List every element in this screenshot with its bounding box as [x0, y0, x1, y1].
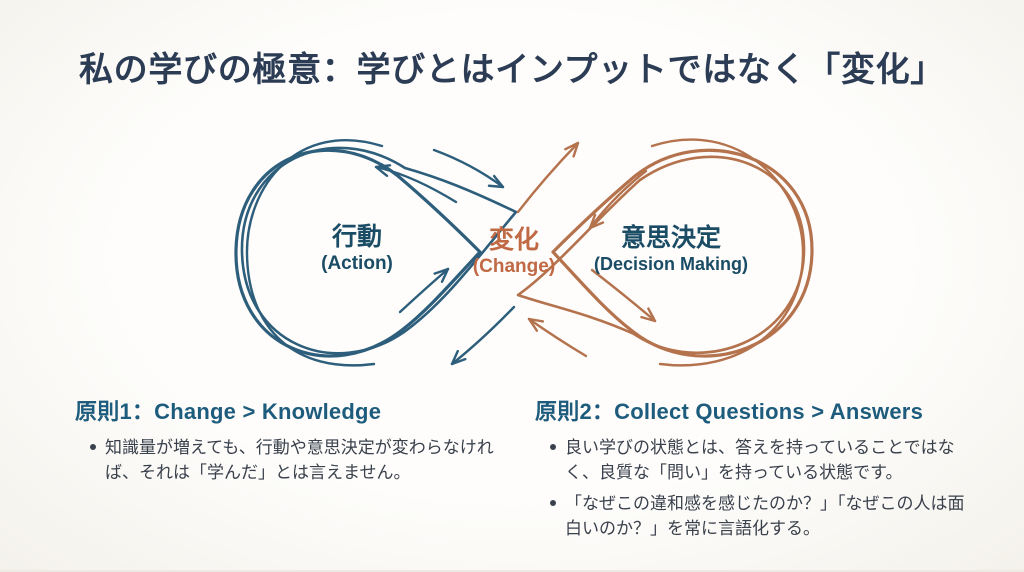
- principle-1-section: 原則1：Change > Knowledge 知識量が増えても、行動や意思決定が…: [75, 394, 503, 485]
- action-flow-arrows: [373, 148, 516, 370]
- decision-sublabel: (Decision Making): [593, 254, 749, 274]
- bullet-text: 「なぜこの違和感を感じたのか？」「なぜこの人は面白いのか？」を常に言語化する。: [565, 494, 965, 538]
- decision-loop-strokes: [516, 138, 814, 367]
- action-sublabel: (Action): [321, 253, 393, 274]
- bullet-dot: [90, 444, 96, 450]
- action-loop-strokes: [234, 139, 518, 367]
- principle-2-section: 原則2：Collect Questions > Answers 良い学びの状態と…: [535, 394, 977, 542]
- bullet-text: 良い学びの状態とは、答えを持っていることではなく、良質な「問い」を持っている状態…: [565, 438, 955, 482]
- principle-2-heading: 原則2：Collect Questions > Answers: [535, 399, 924, 424]
- bullet-text: 知識量が増えても、行動や意思決定が変わらなければ、それは「学んだ」とは言えません…: [105, 438, 494, 482]
- slide-title: 私の学びの極意：学びとはインプットではなく「変化」: [79, 51, 945, 89]
- bullet-dot: [550, 444, 556, 450]
- action-label-group: 行動 (Action): [321, 224, 393, 275]
- change-sublabel: (Change): [472, 256, 556, 277]
- decision-label: 意思決定: [620, 224, 721, 252]
- list-item: 良い学びの状態とは、答えを持っていることではなく、良質な「問い」を持っている状態…: [535, 436, 977, 485]
- slide-bottom-edge: [0, 570, 1024, 572]
- decision-flow-arrows: [516, 138, 660, 358]
- decision-label-group: 意思決定 (Decision Making): [594, 225, 748, 274]
- list-item: 知識量が増えても、行動や意思決定が変わらなければ、それは「学んだ」とは言えません…: [75, 436, 503, 485]
- bullet-dot: [550, 500, 556, 507]
- action-label: 行動: [331, 223, 383, 251]
- change-label: 変化: [488, 226, 540, 254]
- list-item: 「なぜこの違和感を感じたのか？」「なぜこの人は面白いのか？」を常に言語化する。: [535, 492, 977, 541]
- principle-1-heading: 原則1：Change > Knowledge: [75, 399, 382, 424]
- change-label-group: 変化 (Change): [473, 227, 555, 278]
